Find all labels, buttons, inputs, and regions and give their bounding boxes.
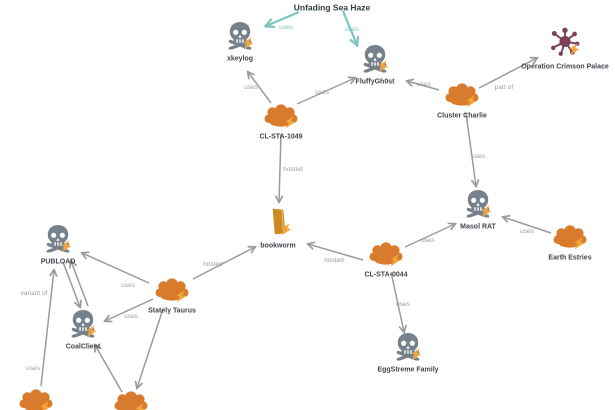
node-flame-bottom-left[interactable] <box>19 389 53 410</box>
node-label: FluffyGh0st <box>355 78 395 86</box>
node-label: Unfading Sea Haze <box>293 2 371 13</box>
node-fluffygh0st[interactable]: FluffyGh0st <box>356 45 394 86</box>
relationship-edge-pubload-coalclient <box>62 261 80 307</box>
node-label: Cluster Charlie <box>437 112 487 120</box>
edge-label: uses <box>26 365 40 372</box>
edge-label: uses <box>124 313 138 320</box>
edge-label: uses <box>471 153 485 160</box>
node-cl-sta-0044[interactable]: CL-STA-0044 <box>364 242 408 279</box>
virus-splat-icon <box>549 26 581 58</box>
relationship-edge-coalclient-pubload <box>71 261 89 307</box>
lightning-bolt-icon <box>377 58 391 74</box>
relationship-edge-flame-bottom-mid-coalclient <box>95 345 123 393</box>
node-label: Earth Estries <box>548 254 592 262</box>
edge-label: uses <box>279 24 293 31</box>
flame-icon <box>445 83 479 107</box>
relationship-edge-flame-bottom-left-pubload <box>40 270 54 387</box>
edge-label: hosted <box>203 261 223 268</box>
lightning-bolt-icon <box>567 41 581 57</box>
flame-icon <box>553 225 587 249</box>
node-unfading-sea-haze[interactable]: Unfading Sea Haze <box>294 2 371 13</box>
relationship-edge-cl-sta-0044-eggstreme-family <box>390 271 404 332</box>
lightning-bolt-icon <box>480 203 494 219</box>
lightning-bolt-icon <box>134 402 148 410</box>
edge-label: uses <box>520 228 534 235</box>
node-earth-estries[interactable]: Earth Estries <box>548 225 592 262</box>
skull-crossbones-icon <box>227 22 253 51</box>
relationship-edge-cl-sta-1049-fluffygh0st <box>296 78 355 105</box>
edge-label: uses <box>315 89 329 96</box>
node-label: EggStreme Family <box>377 366 439 374</box>
lightning-bolt-icon <box>175 289 189 305</box>
lightning-bolt-icon <box>410 346 424 362</box>
lightning-bolt-icon <box>279 221 293 237</box>
node-stately-taurus[interactable]: Stately Taurus <box>148 278 196 315</box>
lightning-bolt-icon <box>389 253 403 269</box>
node-label: Operation Crimson Palace <box>521 63 609 71</box>
lightning-bolt-icon <box>242 35 256 51</box>
flame-icon <box>369 242 403 266</box>
flame-icon <box>264 104 298 128</box>
lightning-bolt-icon <box>465 94 479 110</box>
edge-label: uses <box>244 84 258 91</box>
node-cl-sta-1049[interactable]: CL-STA-1049 <box>259 104 303 141</box>
node-label: CL-STA-1049 <box>259 133 303 141</box>
edge-label: variant of <box>21 290 48 297</box>
flame-icon <box>155 278 189 302</box>
edge-label: uses <box>121 282 135 289</box>
book-icon <box>267 207 289 237</box>
relationship-edge-stately-taurus-flame-bottom-mid <box>137 308 164 388</box>
lightning-bolt-icon <box>60 238 74 254</box>
node-xkeylog[interactable]: xkeylog <box>227 22 256 63</box>
relationship-edge-cl-sta-0044-masol-rat <box>404 224 455 248</box>
node-masol-rat[interactable]: Masol RAT <box>460 190 496 231</box>
node-label: xkeylog <box>226 55 254 63</box>
node-label: Masol RAT <box>460 223 496 231</box>
relationship-edge-earth-estries-masol-rat <box>503 217 552 234</box>
node-label: CoalClient <box>65 343 101 351</box>
lightning-bolt-icon <box>284 115 298 131</box>
relationship-edge-stately-taurus-pubload <box>82 253 150 284</box>
relationship-edge-cluster-charlie-fluffygh0st <box>407 81 440 91</box>
node-label: bookworm <box>260 242 296 250</box>
edge-label: part of <box>495 84 514 91</box>
node-label: PUBLOAD <box>40 258 76 266</box>
edge-label: hosted <box>324 257 344 264</box>
lightning-bolt-icon <box>85 323 99 339</box>
relationship-edge-cl-sta-1049-xkeylog <box>248 72 272 104</box>
relationship-edge-cl-sta-1049-bookworm <box>279 133 281 202</box>
relationship-edge-cluster-charlie-masol-rat <box>465 112 476 186</box>
node-bookworm[interactable]: bookworm <box>260 207 296 250</box>
node-coalclient[interactable]: CoalClient <box>66 310 100 351</box>
relationship-edge-cluster-charlie-operation-crimson-palace <box>478 58 537 89</box>
skull-crossbones-icon <box>465 190 491 219</box>
node-eggstreme-family[interactable]: EggStreme Family <box>377 333 439 374</box>
node-flame-bottom-mid[interactable] <box>114 391 148 410</box>
edge-label: uses <box>345 26 359 33</box>
node-label: CL-STA-0044 <box>364 271 408 279</box>
node-label: Stately Taurus <box>148 307 196 315</box>
relationship-edge-unfading-sea-haze-fluffygh0st <box>341 10 357 45</box>
node-operation-crimson-palace[interactable]: Operation Crimson Palace <box>521 26 609 71</box>
relationship-edge-cl-sta-0044-bookworm <box>308 244 364 261</box>
node-cluster-charlie[interactable]: Cluster Charlie <box>437 83 487 120</box>
edge-label: hosted <box>283 166 303 173</box>
relationship-edge-stately-taurus-bookworm <box>192 247 255 280</box>
lightning-bolt-icon <box>573 236 587 252</box>
lightning-bolt-icon <box>39 400 53 410</box>
relationship-edge-stately-taurus-coalclient <box>105 298 154 321</box>
flame-icon <box>114 391 148 410</box>
node-pubload[interactable]: PUBLOAD <box>41 225 75 266</box>
edge-label: uses <box>396 301 410 308</box>
relationship-edge-unfading-sea-haze-xkeylog <box>266 10 300 26</box>
edge-label: uses <box>421 237 435 244</box>
edge-label: uses <box>417 81 431 88</box>
